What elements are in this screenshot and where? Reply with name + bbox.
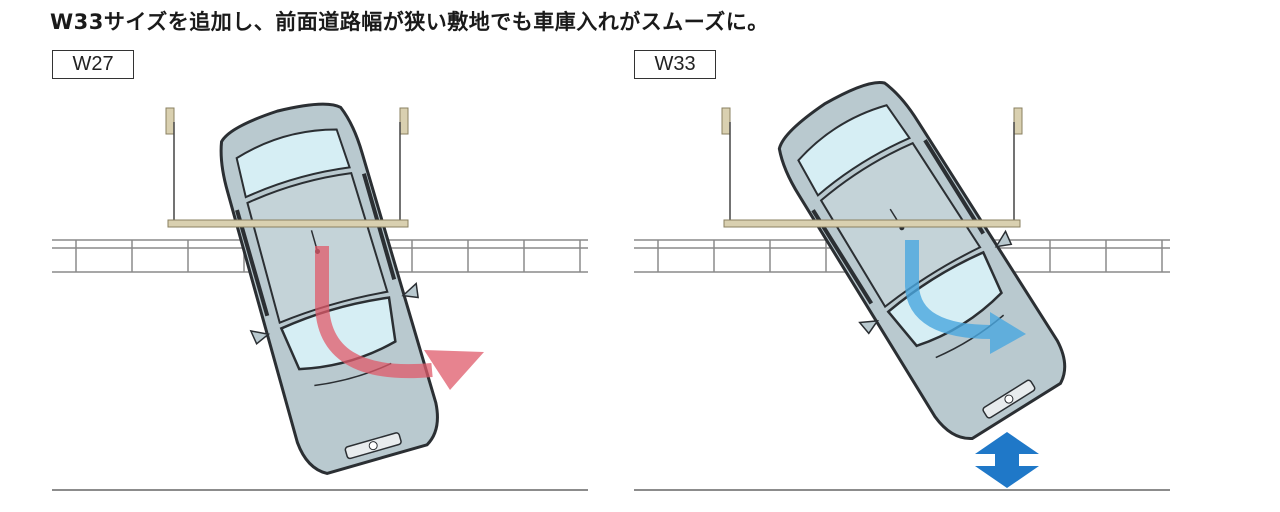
headline: W33サイズを追加し、前面道路幅が狭い敷地でも車庫入れがスムーズに。	[50, 10, 769, 34]
curved-turn-arrow-red	[315, 246, 484, 390]
carport-frame	[165, 107, 409, 220]
scene-w33	[634, 80, 1170, 491]
carport-beam	[167, 219, 409, 228]
car-w33	[749, 80, 1092, 459]
panel-label-w33: W33	[634, 50, 716, 79]
scene-w27	[52, 85, 588, 491]
carport-beam	[723, 219, 1021, 228]
curved-turn-arrow-blue	[905, 240, 1026, 354]
vertical-double-arrow-icon	[975, 432, 1039, 488]
panel-label-w27: W27	[52, 50, 134, 79]
carport-frame	[721, 107, 1023, 220]
